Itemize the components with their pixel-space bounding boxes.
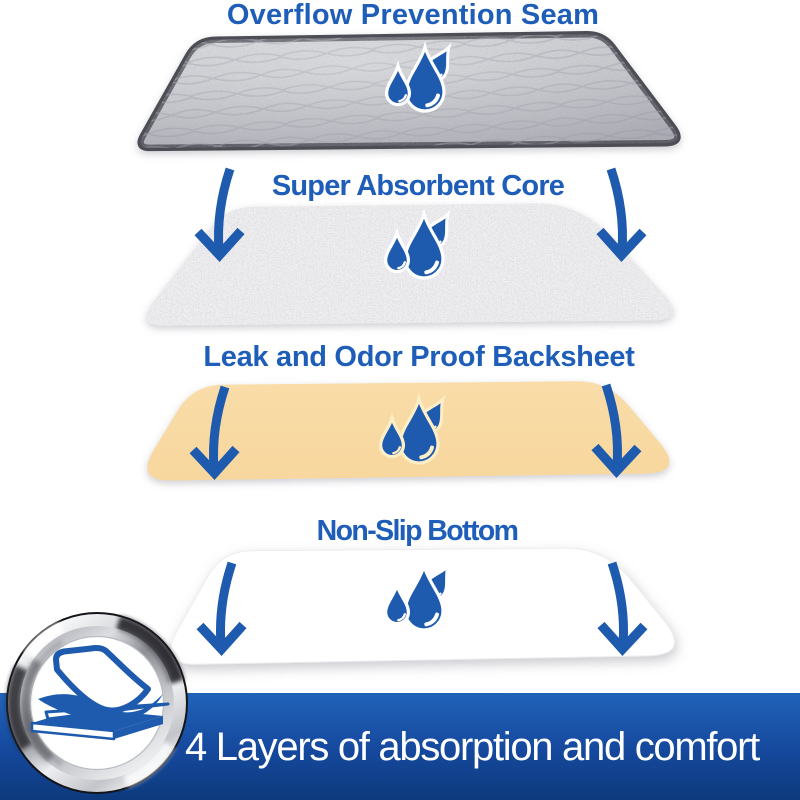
layer-2-absorbent-core	[146, 203, 674, 326]
layer-1-quilted-pad	[137, 30, 681, 152]
layer-4-title: Non-Slip Bottom	[316, 515, 519, 547]
four-layers-badge	[6, 612, 188, 794]
banner-caption: 4 Layers of absorption and comfort	[185, 725, 760, 769]
layer-3-title: Leak and Odor Proof Backsheet	[203, 341, 635, 373]
layer-3-backsheet	[147, 381, 670, 481]
layer-4-non-slip-bottom	[170, 547, 675, 665]
layer-2-title: Super Absorbent Core	[271, 170, 565, 202]
stacked-layers-icon	[30, 645, 170, 741]
layer-1-title: Overflow Prevention Seam	[226, 0, 600, 31]
